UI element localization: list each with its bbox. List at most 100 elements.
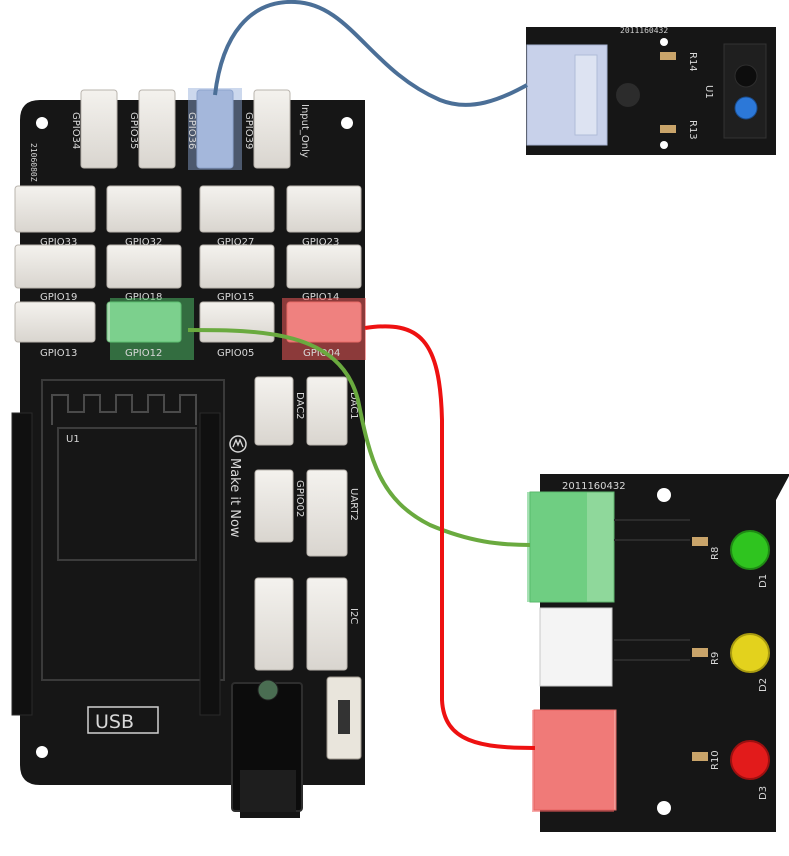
label-gpio14: GPIO14 (302, 292, 339, 303)
label-gpio13: GPIO13 (40, 348, 77, 359)
horizontal-connectors: GPIO33 GPIO32 GPIO27 GPIO23 GPIO19 GPIO1… (14, 185, 366, 360)
resistor-r13 (660, 125, 676, 133)
connector-gpio05 (199, 301, 275, 343)
mounting-hole (36, 746, 48, 758)
label-gpio33: GPIO33 (40, 237, 77, 248)
label-gpio27: GPIO27 (217, 237, 254, 248)
ir-sensor-serial: 2011160432 (620, 26, 668, 35)
led-board-serial: 2011160432 (562, 481, 626, 492)
ir-sensor-hole-small (660, 38, 668, 46)
connector-gpio14 (286, 244, 362, 289)
label-gpio05: GPIO05 (217, 348, 254, 359)
led-red (730, 740, 770, 780)
connector-dac1 (306, 376, 348, 446)
connector-gpio35 (138, 89, 176, 169)
label-gpio19: GPIO19 (40, 292, 77, 303)
led-green (730, 530, 770, 570)
connector-gpio34 (80, 89, 118, 169)
resistor-r10 (692, 752, 708, 761)
connector-i2c-a (254, 577, 294, 671)
mounting-hole (36, 117, 48, 129)
module-label: U1 (66, 434, 80, 445)
label-gpio32: GPIO32 (125, 237, 162, 248)
connector-gpio33 (14, 185, 96, 233)
ir-sensor-hole-small (660, 141, 668, 149)
main-board-serial: 2106080Z (29, 143, 38, 182)
label-d2: D2 (758, 678, 769, 692)
usb-outline (87, 706, 159, 734)
label-gpio02: GPIO02 (294, 480, 305, 517)
wires (187, 0, 536, 750)
power-switch-slider (338, 700, 350, 734)
label-d3: D3 (758, 786, 769, 800)
led-board-hole (657, 801, 671, 815)
wire-green (187, 328, 531, 547)
label-gpio34: GPIO34 (70, 112, 81, 149)
connector-dac2 (254, 376, 294, 446)
wire-red (364, 324, 536, 750)
usb-label: USB (95, 711, 134, 733)
top-row-connectors: GPIO34 GPIO35 GPIO36 GPIO39 Input_Only (70, 88, 310, 170)
module-shield (57, 427, 197, 561)
power-jack-pin (257, 679, 279, 701)
led-connector-green-highlight (527, 492, 587, 602)
label-d1: D1 (758, 574, 769, 588)
label-gpio36: GPIO36 (186, 112, 197, 149)
label-dac2: DAC2 (294, 392, 305, 420)
label-gpio39: GPIO39 (243, 112, 254, 149)
main-board: 2106080Z GPIO34 GPIO35 GPIO36 GPIO39 Inp… (11, 88, 366, 818)
ir-sensor-connector-inner (574, 54, 598, 136)
connector-gpio13 (14, 301, 96, 343)
label-r13: R13 (687, 120, 698, 140)
esp32-module: U1 (11, 379, 225, 716)
label-i2c: I2C (348, 608, 359, 624)
right-connectors: DAC2 DAC1 GPIO02 UART2 I2C (254, 376, 359, 671)
led-yellow (730, 633, 770, 673)
connector-uart2 (306, 469, 348, 557)
label-dac1: DAC1 (348, 392, 359, 420)
brand-logo: Make it Now (227, 435, 247, 538)
pin-header-left (11, 412, 33, 716)
label-r10: R10 (710, 750, 721, 770)
led-board-hole (657, 488, 671, 502)
power-section (231, 676, 362, 812)
connector-gpio27 (199, 185, 275, 233)
mounting-hole (341, 117, 353, 129)
module-outline (41, 379, 225, 681)
label-r9: R9 (710, 652, 721, 665)
label-gpio04: GPIO04 (303, 348, 340, 359)
led-board: 2011160432 R8 R9 R10 D1 D2 D3 (527, 474, 789, 832)
power-jack-front (240, 770, 296, 812)
label-input-only: Input_Only (299, 104, 310, 158)
resistor-r8 (692, 537, 708, 546)
label-gpio35: GPIO35 (128, 112, 139, 149)
connector-i2c-b (306, 577, 348, 671)
label-gpio23: GPIO23 (302, 237, 339, 248)
brand-text: Make it Now (227, 458, 242, 538)
connector-gpio32 (106, 185, 182, 233)
antenna-trace (51, 394, 197, 425)
resistor-r9 (692, 648, 708, 657)
ir-sensor-hole (616, 83, 640, 107)
wire-blue (213, 0, 528, 107)
pin-header-right (199, 412, 221, 716)
connector-gpio39 (253, 89, 291, 169)
label-r14: R14 (687, 52, 698, 72)
led-connector-red-highlight (532, 710, 614, 812)
label-r8: R8 (710, 547, 721, 560)
connector-gpio18 (106, 244, 182, 289)
led-connector-white (539, 607, 613, 687)
connector-gpio02 (254, 469, 294, 543)
highlight-gpio12 (110, 298, 194, 360)
ir-receiver (734, 96, 758, 120)
connector-gpio19 (14, 244, 96, 289)
brand-icon (229, 435, 247, 453)
connector-gpio23 (286, 185, 362, 233)
ir-emitter (734, 64, 758, 88)
ir-sensor-module (723, 43, 767, 139)
label-gpio18: GPIO18 (125, 292, 162, 303)
label-gpio12: GPIO12 (125, 348, 162, 359)
brand-icon-mark (232, 438, 244, 448)
label-u1: U1 (703, 85, 714, 99)
